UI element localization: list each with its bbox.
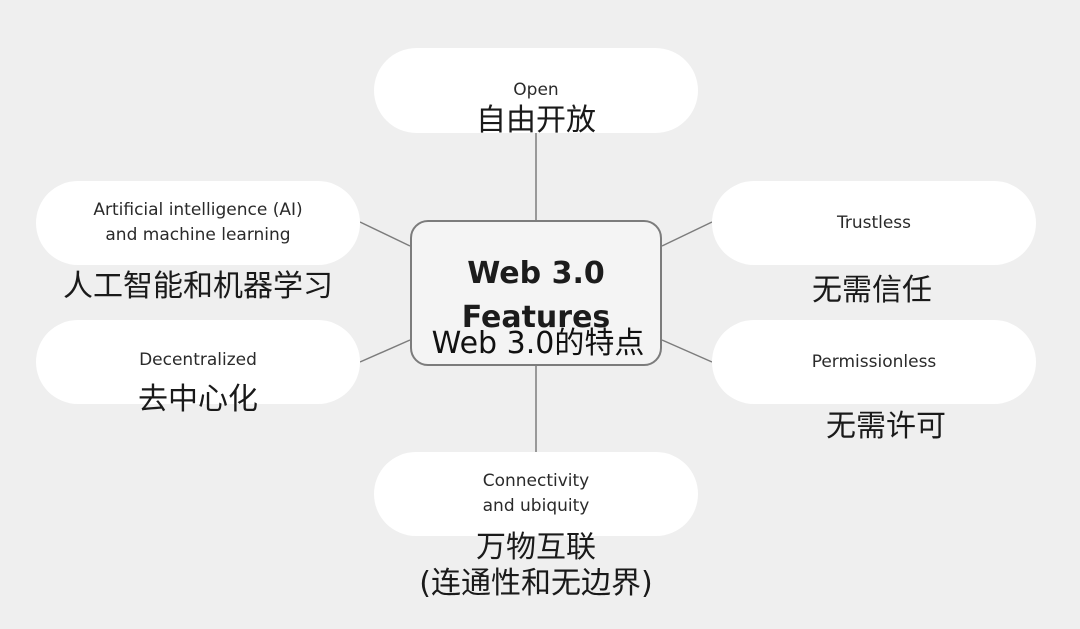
node-connectivity-label: Connectivity and ubiquity [482, 471, 590, 516]
node-ai-label: Artificial intelligence (AI) and machine… [93, 200, 303, 245]
connector-trustless [661, 221, 713, 247]
node-open-label: Open [513, 80, 559, 100]
node-ai: Artificial intelligence (AI) and machine… [36, 181, 360, 265]
node-decentralized-label: Decentralized [139, 350, 257, 370]
connector-ai [359, 221, 411, 247]
node-connectivity-cn: 万物互联 (连通性和无边界) [419, 530, 653, 601]
center-title: Web 3.0 Features [461, 256, 611, 335]
node-open: Open [374, 48, 698, 133]
node-trustless-label: Trustless [836, 212, 912, 233]
node-open-cn: 自由开放 [476, 103, 596, 138]
node-trustless-cn: 无需信任 [812, 273, 932, 308]
connector-decentralized [359, 339, 411, 363]
node-permissionless-cn: 无需许可 [826, 409, 946, 444]
connector-permissionless [661, 339, 713, 363]
node-permissionless: Permissionless [712, 320, 1036, 404]
center-subtitle-cn: Web 3.0的特点 [431, 326, 645, 361]
node-connectivity: Connectivity and ubiquity [374, 452, 698, 536]
node-decentralized-cn: 去中心化 [138, 382, 258, 417]
node-trustless: Trustless [712, 181, 1036, 265]
node-ai-cn: 人工智能和机器学习 [63, 269, 333, 304]
center-box: Web 3.0 Features Web 3.0的特点 [410, 220, 662, 366]
node-decentralized: Decentralized [36, 320, 360, 404]
node-permissionless-label: Permissionless [811, 351, 937, 372]
